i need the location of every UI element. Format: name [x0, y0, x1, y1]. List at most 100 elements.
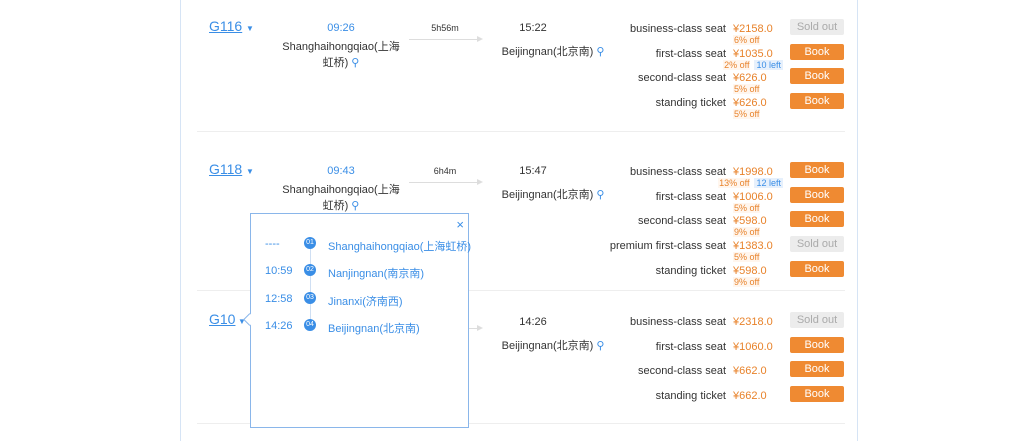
- discount-badge: 5% off: [733, 84, 761, 95]
- duration-arrow: [409, 179, 483, 185]
- caret-down-icon[interactable]: ▼: [238, 317, 246, 326]
- seat-price: ¥662.0: [733, 365, 767, 378]
- stop-time: 10:59: [265, 265, 293, 278]
- seat-class: second-class seat: [637, 72, 726, 85]
- arrive-station: Beijingnan(北京南)⚲: [493, 337, 613, 353]
- seat-class: first-class seat: [655, 190, 726, 203]
- seat-class: standing ticket: [655, 264, 726, 277]
- remaining-badge: 12 left: [754, 178, 783, 188]
- stop-station: Shanghaihongqiao(上海虹桥): [328, 241, 472, 253]
- seat-class: standing ticket: [655, 390, 726, 403]
- map-pin-icon[interactable]: ⚲: [351, 200, 360, 212]
- close-icon[interactable]: ×: [456, 217, 464, 232]
- arrive-station-name: Beijingnan(北京南): [501, 46, 594, 58]
- book-button[interactable]: Book: [790, 336, 844, 353]
- discount-badge: 5% off: [733, 202, 761, 213]
- seat-meta: 5% off: [733, 109, 766, 120]
- seat-price: ¥1006.0: [733, 190, 773, 203]
- seat-class: first-class seat: [655, 47, 726, 60]
- stop-station: Nanjingnan(南京南): [328, 268, 424, 281]
- duration: 6h4m: [433, 166, 457, 176]
- map-pin-icon[interactable]: ⚲: [596, 340, 605, 352]
- book-button[interactable]: Book: [790, 361, 844, 378]
- seat-meta: 9% off: [733, 276, 766, 287]
- sold-out-button: Sold out: [790, 19, 844, 35]
- book-button[interactable]: Book: [790, 186, 844, 203]
- book-button[interactable]: Book: [790, 68, 844, 85]
- depart-station-name: Shanghaihongqiao(上海虹桥): [282, 184, 400, 212]
- stop-marker-icon: 01: [304, 237, 316, 249]
- row-divider: [197, 290, 845, 291]
- book-button[interactable]: Book: [790, 93, 844, 110]
- depart-time: 09:26: [327, 22, 355, 34]
- seat-price: ¥598.0: [733, 215, 767, 228]
- book-button[interactable]: Book: [790, 162, 844, 178]
- book-button[interactable]: Book: [790, 211, 844, 228]
- stop-station: Jinanxi(济南西): [328, 295, 403, 308]
- seat-class: second-class seat: [637, 365, 726, 378]
- seat-class: second-class seat: [637, 215, 726, 228]
- arrive-station-name: Beijingnan(北京南): [501, 340, 594, 352]
- book-button[interactable]: Book: [790, 43, 844, 60]
- train-number-link[interactable]: G118: [209, 161, 243, 177]
- caret-down-icon[interactable]: ▼: [246, 167, 254, 176]
- seat-row: second-class seat ¥662.0 Book: [581, 361, 851, 389]
- seat-class: business-class seat: [630, 316, 726, 328]
- map-pin-icon[interactable]: ⚲: [596, 189, 605, 201]
- discount-badge: 13% off: [718, 178, 751, 188]
- arrive-station-name: Beijingnan(北京南): [501, 189, 594, 201]
- stops-popup: × ---- 01 Shanghaihongqiao(上海虹桥) 10:59 02 Nan…: [250, 213, 472, 428]
- stop-time: 14:26: [265, 319, 293, 332]
- book-button[interactable]: Book: [790, 260, 844, 277]
- seat-meta: 6% off: [733, 35, 766, 45]
- seat-class: premium first-class seat: [609, 240, 726, 253]
- map-pin-icon[interactable]: ⚲: [351, 57, 360, 69]
- seat-price: ¥626.0: [733, 72, 767, 85]
- seat-price: ¥2158.0: [733, 23, 773, 35]
- discount-badge: 2% off: [723, 59, 751, 70]
- row-divider: [197, 131, 845, 132]
- seat-row: standing ticket ¥662.0 Book: [581, 386, 851, 414]
- seat-class: business-class seat: [630, 166, 726, 178]
- caret-down-icon[interactable]: ▼: [246, 24, 254, 33]
- stop-time: ----: [265, 238, 280, 250]
- seat-price: ¥662.0: [733, 390, 767, 403]
- stop-item: ---- 01 Shanghaihongqiao(上海虹桥): [251, 235, 472, 255]
- seat-price: ¥1998.0: [733, 166, 773, 178]
- stop-station: Beijingnan(北京南): [328, 322, 420, 335]
- train-number-link[interactable]: G10: [209, 311, 236, 327]
- seat-class: business-class seat: [630, 23, 726, 35]
- map-pin-icon[interactable]: ⚲: [596, 46, 605, 58]
- book-button[interactable]: Book: [790, 386, 844, 403]
- depart-time: 09:43: [327, 165, 355, 177]
- sold-out-button: Sold out: [790, 236, 844, 253]
- arrive-time: 15:22: [519, 22, 547, 34]
- train-number-link[interactable]: G116: [209, 18, 243, 34]
- seat-row: first-class seat ¥1060.0 Book: [581, 336, 851, 365]
- seat-price: ¥2318.0: [733, 316, 773, 328]
- seat-meta: 9% off: [733, 227, 766, 238]
- stop-item: 14:26 04 Beijingnan(北京南): [251, 317, 468, 337]
- arrive-station: Beijingnan(北京南)⚲: [493, 43, 613, 59]
- seat-class: first-class seat: [655, 340, 726, 353]
- stop-marker-icon: 02: [304, 264, 316, 277]
- route-line: [310, 242, 311, 324]
- seat-price: ¥1035.0: [733, 47, 773, 60]
- remaining-badge: 10 left: [754, 59, 783, 70]
- stop-marker-icon: 04: [304, 318, 316, 331]
- seat-price: ¥1060.0: [733, 340, 773, 353]
